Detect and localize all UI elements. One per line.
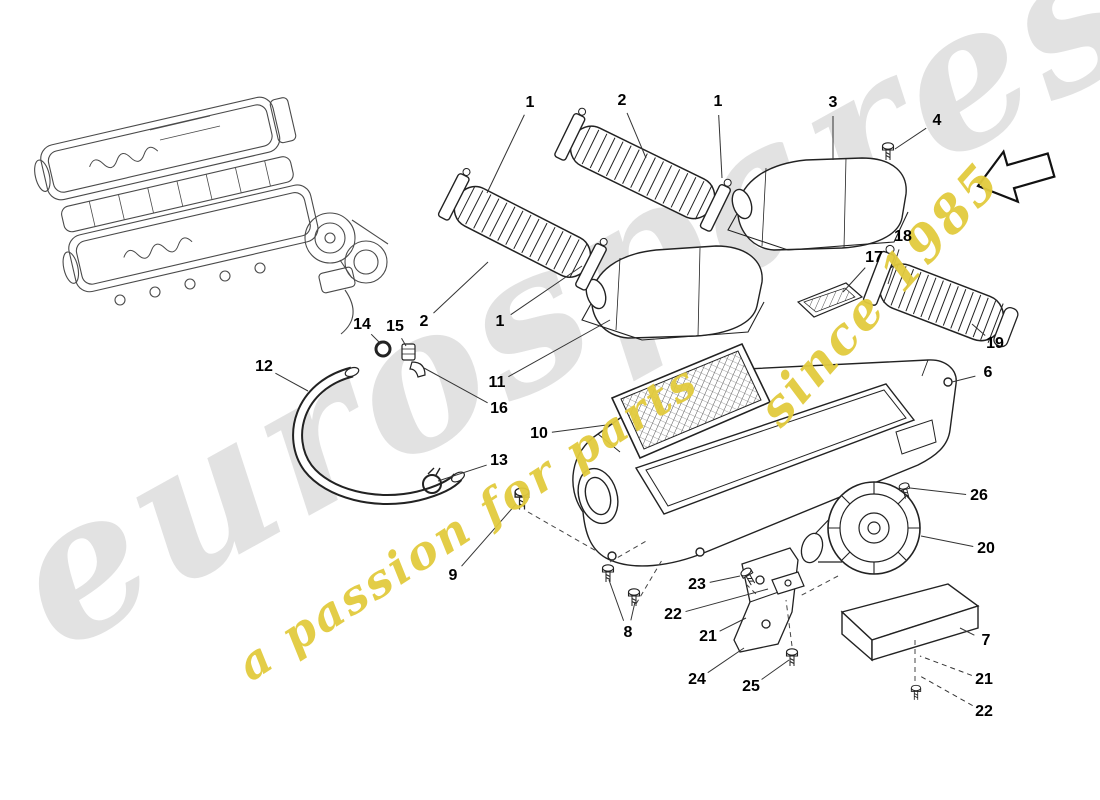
part-air-intake-hose: [862, 244, 1019, 348]
part-screw-8a: [601, 564, 615, 583]
part-screw-25: [785, 648, 799, 667]
part-connector-piece: [401, 343, 416, 361]
part-retainer-plate: [771, 571, 805, 595]
part-sealing-ring: [374, 340, 392, 358]
part-intake-hose-lower: [437, 167, 608, 291]
part-secondary-air-pump: [800, 481, 921, 575]
part-screw-8b: [627, 588, 641, 607]
engine-illustration: [34, 96, 389, 335]
assembly-guide-lines: [527, 511, 916, 682]
part-air-cleaner-cover-right: [727, 157, 909, 251]
direction-arrow-icon: [976, 149, 1056, 204]
part-air-cleaner-cover-left: [581, 245, 765, 341]
part-foam-insert: [840, 583, 980, 662]
part-air-filter-element: [610, 342, 772, 460]
part-intake-hose-upper: [554, 107, 732, 232]
part-mounting-bracket: [733, 547, 799, 653]
part-vent-hose: [292, 366, 465, 505]
part-screw-9: [514, 487, 530, 511]
part-elbow-fitting: [409, 361, 426, 378]
part-gasket: [796, 282, 864, 318]
part-hose-clamp: [422, 467, 442, 494]
part-screw-bottom: [910, 684, 922, 701]
leader-lines: [275, 112, 986, 707]
part-bolt-4: [881, 142, 895, 161]
